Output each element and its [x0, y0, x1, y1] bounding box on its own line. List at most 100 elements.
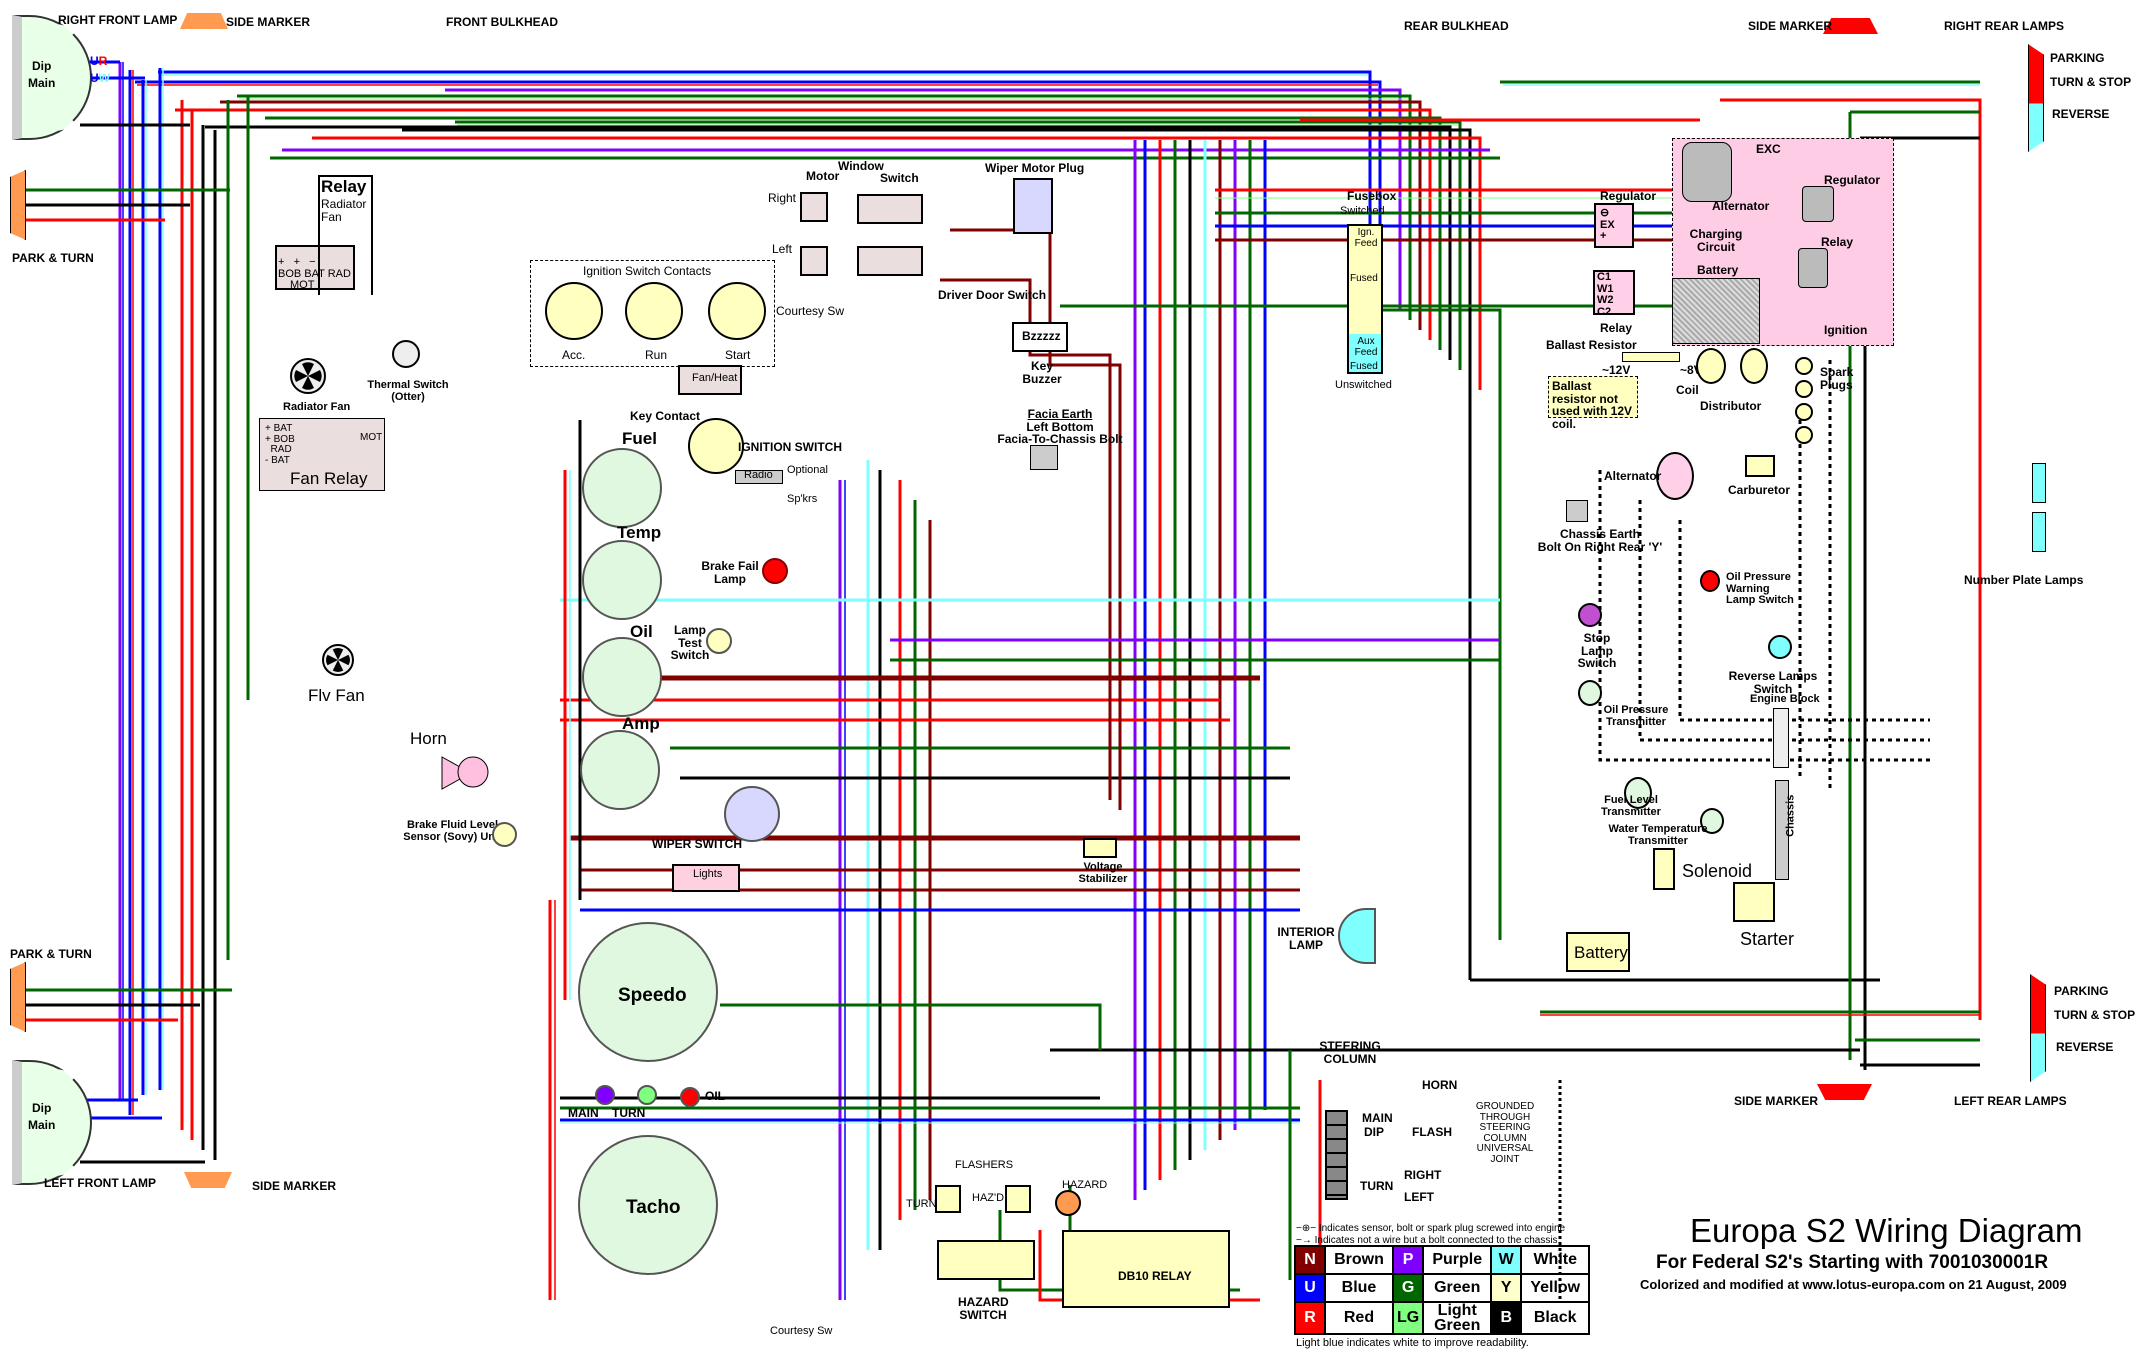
legend-swatch-white: W — [1490, 1245, 1523, 1275]
db10-relay — [1062, 1230, 1230, 1308]
wiper-switch — [724, 786, 780, 842]
left-front-lamp-dip: Dip — [32, 1101, 52, 1115]
legend-swatch-purple: P — [1391, 1245, 1425, 1275]
legend-name-red: Red — [1324, 1300, 1394, 1336]
lamp-test-switch — [706, 628, 732, 654]
left-rear-lamp-cluster — [2030, 974, 2046, 1082]
fuel-level-transmitter-label: Fuel Level Transmitter — [1601, 794, 1661, 818]
steering-dip-label: DIP — [1364, 1125, 1385, 1139]
courtesy-switch-bottom-label: Courtesy Sw — [770, 1325, 833, 1337]
charging-alternator-icon — [1682, 142, 1732, 202]
key-buzzer-inner: Bzzzzz — [1022, 329, 1061, 343]
steering-horn-label: HORN — [1422, 1078, 1458, 1092]
water-temp-transmitter-label: Water Temperature Transmitter — [1608, 823, 1708, 847]
wiper-motor-plug — [1013, 178, 1053, 234]
key-note-chassis-text: Indicates not a wire but a bolt connecte… — [1314, 1235, 1561, 1246]
main-beam-warning-lamp — [595, 1085, 615, 1105]
engine-block — [1773, 708, 1789, 768]
fan-relay — [259, 418, 385, 491]
battery-label: Battery — [1574, 943, 1628, 962]
legend-name-light-green: Light Green — [1422, 1300, 1493, 1336]
water-temp-transmitter — [1700, 808, 1724, 834]
color-legend: N Brown P Purple W White U Blue G Green … — [1294, 1245, 1591, 1336]
solenoid-label: Solenoid — [1682, 861, 1753, 881]
coil — [1696, 348, 1726, 384]
wiper-switch-label: WIPER SWITCH — [652, 837, 742, 851]
side-marker-left-rear-label: SIDE MARKER — [1734, 1094, 1819, 1108]
legend-name-purple: Purple — [1422, 1245, 1493, 1275]
steering-right-label: RIGHT — [1404, 1168, 1442, 1182]
rear-bulkhead-label: REAR BULKHEAD — [1404, 19, 1509, 33]
spark-plug-3 — [1795, 403, 1813, 421]
charging-circuit-title: Charging Circuit — [1689, 227, 1743, 254]
chassis-earth-bolt — [1566, 500, 1588, 522]
diagram-title: Europa S2 Wiring Diagram — [1690, 1212, 2083, 1249]
radio-optional-label: Optional — [787, 464, 828, 476]
charging-relay-label: Relay — [1821, 235, 1854, 249]
hazard-flasher-label: HAZ'D — [972, 1192, 1005, 1204]
key-contact-label: Key Contact — [630, 409, 701, 423]
wire-green-trunk-3 — [455, 120, 1462, 370]
key-note-engine: −⊕− Indicates sensor, bolt or spark plug… — [1296, 1223, 1566, 1234]
interior-lamp-label: INTERIOR LAMP — [1277, 925, 1335, 952]
fan-relay-terms: + BAT+ BOB RAD- BAT — [265, 423, 295, 466]
turn-warning-lamp — [637, 1085, 657, 1105]
fusebox-unswitched-label: Unswitched — [1335, 379, 1392, 391]
diagram-subtitle: For Federal S2's Starting with 700103000… — [1656, 1252, 2049, 1273]
steering-main-label: MAIN — [1362, 1111, 1393, 1125]
solenoid — [1653, 848, 1675, 890]
rear-alternator — [1656, 452, 1694, 500]
spark-plugs-label: Spark Plugs — [1820, 365, 1854, 392]
fusebox-fused: Fused — [1350, 273, 1378, 284]
fan-relay-mot: MOT — [360, 432, 383, 443]
brake-fail-lamp-label: Brake Fail Lamp — [701, 559, 759, 586]
facia-earth-line2: Left Bottom — [1026, 419, 1094, 434]
window-motor-right — [800, 192, 828, 222]
facia-earth-label: Facia Earth Left Bottom Facia-To-Chassis… — [985, 408, 1135, 446]
facia-earth-bolt — [1030, 445, 1058, 470]
db10-relay-label: DB10 RELAY — [1118, 1269, 1192, 1283]
wiper-motor-plug-label: Wiper Motor Plug — [985, 161, 1085, 175]
fuel-level-transmitter — [1624, 777, 1652, 809]
turn-warning-label: TURN — [612, 1106, 646, 1120]
ballast-note: Ballast resistor not used with 12V coil. — [1552, 379, 1633, 431]
legend-swatch-green: G — [1391, 1273, 1425, 1303]
ballast-resistor — [1622, 352, 1680, 362]
voltage-stabilizer — [1083, 838, 1117, 858]
right-rear-lamp-cluster — [2028, 44, 2044, 152]
legend-row: R Red LG Light Green B Black — [1294, 1300, 1591, 1336]
ignition-switch-label: IGNITION SWITCH — [738, 440, 842, 454]
right-front-lamp-dip: Dip — [32, 59, 52, 73]
tachometer — [578, 1135, 718, 1275]
ignition-start-label: Start — [725, 348, 751, 362]
chassis-bar — [1775, 780, 1789, 880]
battery — [1566, 932, 1630, 972]
steering-turn-label: TURN — [1360, 1179, 1394, 1193]
reverse-lamps-switch-label: Reverse Lamps Switch — [1728, 669, 1818, 696]
side-marker-right-rear-label: SIDE MARKER — [1748, 19, 1833, 33]
charging-regulator-icon — [1802, 186, 1834, 222]
right-front-lamp-label: RIGHT FRONT LAMP — [58, 13, 178, 27]
side-marker-top-label: SIDE MARKER — [226, 15, 311, 29]
ballast-resistor-label: Ballast Resistor — [1546, 338, 1637, 352]
fusebox-aux-feed: Aux Feed — [1354, 336, 1378, 358]
distributor — [1740, 348, 1768, 384]
lights-switch — [672, 864, 740, 892]
rear-alternator-label: Alternator — [1604, 469, 1662, 483]
turn-flasher — [935, 1185, 961, 1213]
oil-pressure-transmitter — [1578, 680, 1602, 706]
ignition-run-label: Run — [645, 348, 668, 362]
legend-swatch-red: R — [1294, 1300, 1326, 1336]
window-switch-label: Switch — [880, 171, 919, 185]
radio — [735, 470, 783, 484]
oil-gauge — [582, 637, 662, 717]
radiator-fan-relay — [275, 245, 355, 290]
ignition-contact-run — [625, 282, 683, 340]
carburetor — [1745, 455, 1775, 477]
oil-pressure-warning-switch — [1700, 570, 1720, 592]
ignition-contact-acc — [545, 282, 603, 340]
tachometer-label: Tacho — [626, 1197, 681, 1218]
radiator-fan-relay-mot: MOT — [290, 279, 315, 291]
fusebox-ign-feed: Ign. Feed — [1354, 227, 1378, 249]
